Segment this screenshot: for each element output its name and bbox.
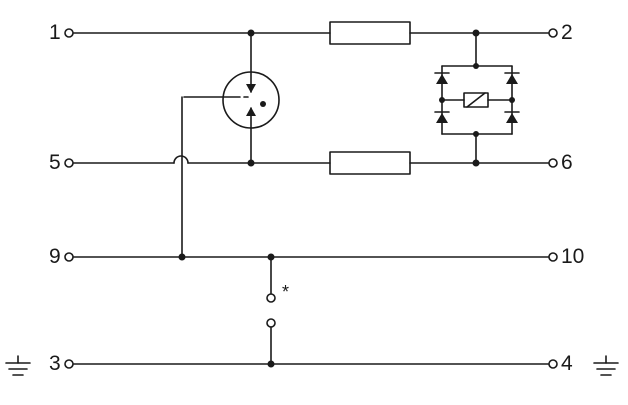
thermistor-icon [464,93,488,107]
diode-icon-3 [436,113,448,123]
gas-discharge-tube-icon [184,33,279,163]
terminal-3-icon [65,360,73,368]
diode-icon-4 [506,113,518,123]
terminal-3-label: 3 [49,352,61,375]
terminal-1-icon [65,29,73,37]
optional-jumper [267,257,275,364]
terminal-1-label: 1 [49,21,61,44]
terminal-6-icon [549,159,557,167]
gdt-electrode-top [246,84,256,93]
resistor-icon-top [330,22,410,44]
junction-dots [178,29,515,368]
ground-icon-left [6,356,30,375]
diode-bridge-icon [435,33,519,163]
gdt-electrode-bottom [246,107,256,116]
terminal-9-icon [65,253,73,261]
optional-jumper-note: * [282,282,290,302]
terminal-4-label: 4 [561,352,573,375]
diode-icon-2 [506,74,518,84]
resistor-icon-bottom [330,152,410,174]
gdt-gas-dot [260,101,266,107]
terminal-10-icon [549,253,557,261]
terminal-circles [65,29,557,368]
ground-icon-right [594,356,618,375]
terminal-9-label: 9 [49,245,61,268]
terminal-6-label: 6 [561,151,573,174]
terminal-10-label: 10 [561,245,585,268]
terminal-5-label: 5 [49,151,61,174]
diode-icon-1 [436,74,448,84]
terminal-2-label: 2 [561,21,573,44]
terminal-2-icon [549,29,557,37]
terminal-4-icon [549,360,557,368]
terminal-5-icon [65,159,73,167]
